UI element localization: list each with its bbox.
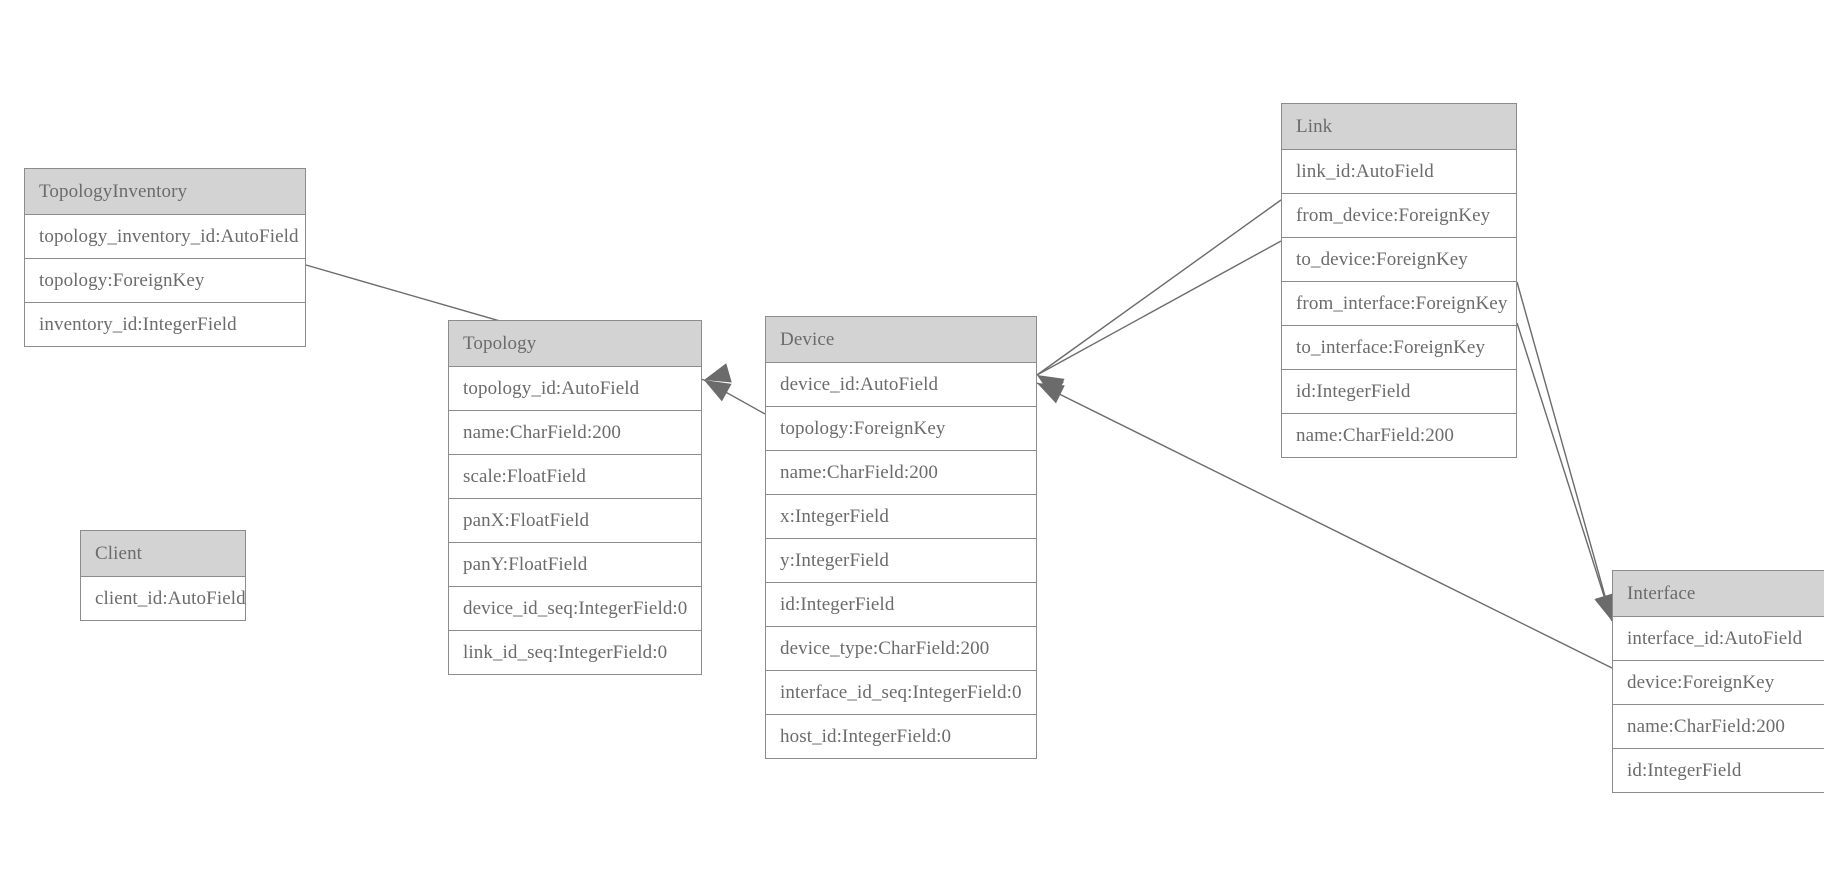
relation-link-from_device [1036, 199, 1282, 399]
entity-field-row[interactable]: interface_id_seq:IntegerField:0 [766, 671, 1036, 715]
entity-field-row[interactable]: x:IntegerField [766, 495, 1036, 539]
entity-title-interface: Interface [1613, 571, 1824, 617]
entity-field-row[interactable]: from_interface:ForeignKey [1282, 282, 1516, 326]
entity-field-row[interactable]: scale:FloatField [449, 455, 701, 499]
entity-field-row[interactable]: to_interface:ForeignKey [1282, 326, 1516, 370]
entity-field-row[interactable]: panY:FloatField [449, 543, 701, 587]
entity-field-row[interactable]: name:CharField:200 [1613, 705, 1824, 749]
entity-field-row[interactable]: topology:ForeignKey [25, 259, 305, 303]
relation-link-to_interface [1516, 322, 1614, 622]
entity-field-row[interactable]: device_id_seq:IntegerField:0 [449, 587, 701, 631]
entity-field-row[interactable]: from_device:ForeignKey [1282, 194, 1516, 238]
relation-line [1036, 240, 1282, 376]
entity-title-topology: Topology [449, 321, 701, 367]
entity-field-row[interactable]: topology:ForeignKey [766, 407, 1036, 451]
entity-title-topology_inventory: TopologyInventory [25, 169, 305, 215]
entity-field-row[interactable]: interface_id:AutoField [1613, 617, 1824, 661]
relation-device-topology [703, 379, 766, 415]
entity-field-row[interactable]: link_id:AutoField [1282, 150, 1516, 194]
entity-field-row[interactable]: name:CharField:200 [766, 451, 1036, 495]
entity-field-row[interactable]: topology_inventory_id:AutoField [25, 215, 305, 259]
entity-field-row[interactable]: id:IntegerField [1613, 749, 1824, 792]
relation-arrowhead [704, 380, 732, 402]
entity-field-row[interactable]: to_device:ForeignKey [1282, 238, 1516, 282]
entity-title-link: Link [1282, 104, 1516, 150]
entity-field-row[interactable]: device_id:AutoField [766, 363, 1036, 407]
relation-link-from_interface [1516, 281, 1615, 622]
entity-field-row[interactable]: client_id:AutoField [81, 577, 246, 620]
relation-arrowhead [1037, 383, 1065, 404]
entity-field-row[interactable]: inventory_id:IntegerField [25, 303, 305, 346]
relation-line [1516, 322, 1613, 622]
entity-field-row[interactable]: name:CharField:200 [449, 411, 701, 455]
entity-field-row[interactable]: device:ForeignKey [1613, 661, 1824, 705]
entity-field-row[interactable]: y:IntegerField [766, 539, 1036, 583]
entity-field-row[interactable]: id:IntegerField [766, 583, 1036, 627]
entity-field-row[interactable]: host_id:IntegerField:0 [766, 715, 1036, 758]
entity-field-row[interactable]: name:CharField:200 [1282, 414, 1516, 457]
relation-line [1036, 199, 1282, 376]
entity-field-row[interactable]: id:IntegerField [1282, 370, 1516, 414]
relation-line [703, 379, 766, 415]
entity-title-client: Client [81, 531, 245, 577]
entity-field-row[interactable]: topology_id:AutoField [449, 367, 701, 411]
entity-title-device: Device [766, 317, 1036, 363]
relation-line [1516, 281, 1613, 622]
entity-field-row[interactable]: link_id_seq:IntegerField:0 [449, 631, 701, 674]
relation-arrowhead [704, 363, 732, 383]
entity-field-row[interactable]: device_type:CharField:200 [766, 627, 1036, 671]
entity-field-row[interactable]: panX:FloatField [449, 499, 701, 543]
relation-link-to_device [1036, 240, 1282, 397]
relation-arrowhead [1037, 375, 1065, 397]
